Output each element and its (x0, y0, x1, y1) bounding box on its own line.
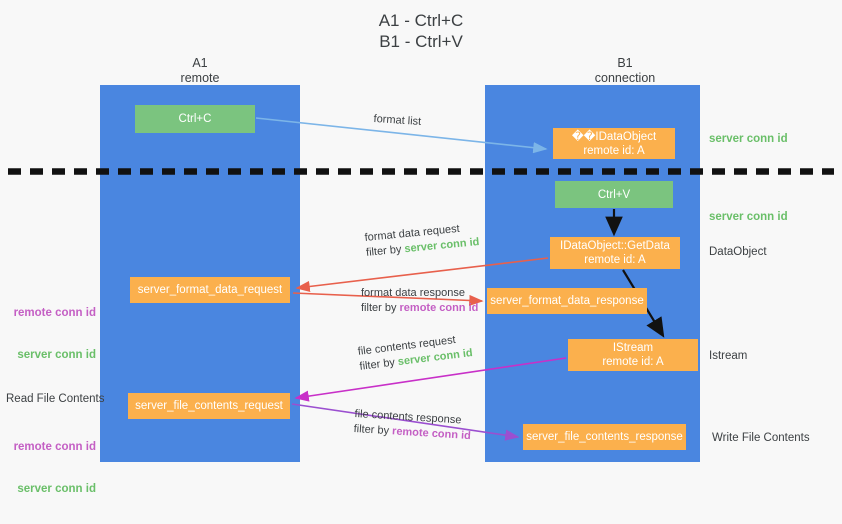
node-ctrl-v[interactable]: Ctrl+V (555, 181, 673, 208)
node-server-file-contents-request[interactable]: server_file_contents_request (128, 393, 290, 419)
label-dataobject: DataObject (709, 246, 767, 258)
label-istream: Istream (709, 350, 748, 362)
fcres-filter-value: remote conn id (391, 425, 472, 443)
fdreq-filter-prefix: filter by (365, 243, 406, 259)
label-conn-ids-upper: remote conn id server conn id (8, 278, 96, 390)
edge-label-file-contents-response: file contents response filter by remote … (353, 407, 472, 444)
column-header-b1: B1 connection (594, 56, 656, 85)
node-idataobject-getdata[interactable]: IDataObject::GetData remote id: A (550, 237, 680, 269)
node-server-file-contents-response[interactable]: server_file_contents_response (523, 424, 686, 450)
fdres-filter-value: remote conn id (399, 302, 479, 314)
fcres-filter-prefix: filter by (353, 422, 393, 438)
fcreq-filter-prefix: filter by (358, 356, 399, 373)
edge-label-fdres-title: format data response (361, 287, 465, 299)
edge-label-format-data-response: format data response filter by remote co… (361, 286, 478, 316)
node-server-format-data-request[interactable]: server_format_data_request (130, 277, 290, 303)
node-idataobject[interactable]: ��IDataObject remote id: A (553, 128, 675, 159)
label-read-file-contents: Read File Contents (6, 393, 105, 405)
label-server-conn-id-2: server conn id (17, 483, 96, 495)
fdres-filter-prefix: filter by (361, 302, 400, 314)
label-server-conn-id-top: server conn id (709, 133, 788, 145)
edge-label-fdres-filter: filter by remote conn id (361, 301, 478, 316)
node-ctrl-c[interactable]: Ctrl+C (135, 105, 255, 133)
dashed-divider (8, 168, 834, 175)
column-header-a1: A1 remote (180, 56, 220, 85)
diagram-canvas: A1 - Ctrl+C B1 - Ctrl+V A1 remote B1 con… (6, 11, 834, 495)
node-server-format-data-response[interactable]: server_format_data_response (487, 288, 647, 314)
label-remote-conn-id-1: remote conn id (13, 307, 96, 319)
edge-label-format-list-text: format list (373, 112, 422, 128)
edge-label-format-data-request: format data request filter by server con… (364, 220, 480, 261)
page-title: A1 - Ctrl+C B1 - Ctrl+V (378, 11, 464, 51)
label-write-file-contents: Write File Contents (712, 432, 810, 444)
edge-label-format-list: format list (373, 112, 422, 130)
edge-label-file-contents-request: file contents request filter by server c… (357, 331, 474, 375)
label-remote-conn-id-2: remote conn id (13, 441, 96, 453)
label-server-conn-id-mid: server conn id (709, 211, 788, 223)
label-server-conn-id-1: server conn id (17, 349, 96, 361)
label-conn-ids-lower: remote conn id server conn id (8, 412, 96, 524)
node-istream[interactable]: IStream remote id: A (568, 339, 698, 371)
